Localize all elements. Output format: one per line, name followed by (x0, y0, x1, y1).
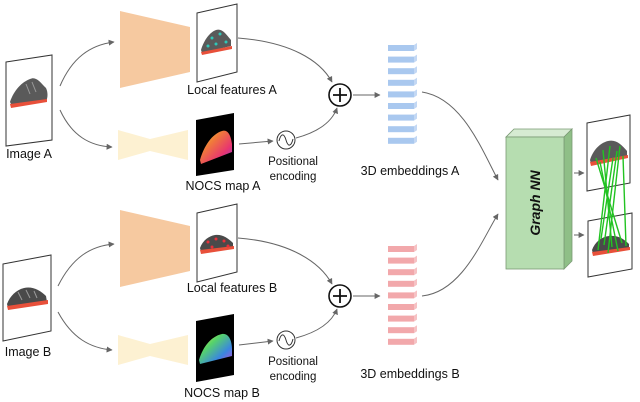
embedding-token-side (414, 302, 417, 310)
embedding-token (388, 246, 414, 252)
embedding-token-side (414, 336, 417, 345)
embedding-token (388, 315, 414, 322)
embedding-token (388, 45, 414, 51)
embedding-token-side (414, 244, 417, 252)
shoe-features-icon (200, 234, 234, 254)
embeddings-b-label: 3D embeddings B (360, 367, 459, 381)
embedding-token (388, 292, 414, 299)
match-lines (595, 145, 627, 254)
shoe-icon (7, 287, 48, 310)
image-b-label: Image B (5, 345, 52, 359)
nocs-map-a-label: NOCS map A (185, 179, 261, 193)
concat-b-icon (328, 284, 352, 308)
embedding-token-side (414, 43, 417, 51)
embedding-token (388, 257, 414, 264)
nocs-map-a (196, 113, 234, 176)
decoder-a (118, 130, 150, 160)
positional-encoding-a-icon (276, 130, 296, 150)
positional-encoding-a-label-2: encoding (270, 171, 317, 183)
embedding-token-side (414, 124, 417, 133)
embedding-token (388, 68, 414, 75)
nocs-map-b-label: NOCS map B (184, 386, 260, 400)
local-features-a-label: Local features A (187, 83, 277, 97)
embedding-token (388, 304, 414, 310)
embedding-token-side (414, 255, 417, 264)
embedding-token (388, 91, 414, 98)
embedding-token-side (414, 325, 417, 334)
embedding-token (388, 137, 414, 144)
embedding-token-side (414, 135, 417, 144)
flow-arrows (57, 37, 585, 353)
embedding-token (388, 269, 414, 276)
positional-encoding-a-label-1: Positional (268, 156, 318, 168)
embeddings-b-stack (388, 244, 417, 345)
embedding-token (388, 327, 414, 334)
embedding-token (388, 114, 414, 121)
embedding-token (388, 126, 414, 133)
embedding-token (388, 79, 414, 86)
embedding-token (388, 280, 414, 287)
image-a-card (5, 54, 53, 147)
embedding-token-side (414, 278, 417, 287)
concat-a-icon (328, 83, 352, 107)
embedding-token-side (414, 66, 417, 75)
positional-encoding-b-icon (276, 330, 296, 350)
shoe-icon (592, 235, 630, 256)
local-features-a-card (196, 3, 238, 83)
decoder-b (118, 335, 150, 365)
shoe-features-icon (201, 29, 232, 55)
embedding-token-side (414, 313, 417, 322)
image-a-label: Image A (6, 147, 53, 161)
nocs-map-b (196, 314, 234, 382)
local-features-b-card (196, 203, 238, 283)
embeddings-a-label: 3D embeddings A (361, 164, 460, 178)
embedding-token-side (414, 77, 417, 86)
positional-encoding-b-label-2: encoding (270, 371, 317, 383)
embedding-token-side (414, 290, 417, 299)
embedding-token (388, 103, 414, 109)
local-features-b-label: Local features B (187, 281, 277, 295)
embedding-token-side (414, 267, 417, 276)
embedding-token-side (414, 89, 417, 98)
image-b-card (2, 254, 52, 342)
positional-encoding-b-label-1: Positional (268, 356, 318, 368)
embedding-token-side (414, 54, 417, 63)
embedding-token (388, 338, 414, 345)
embedding-token-side (414, 112, 417, 121)
embeddings-a-stack (388, 43, 417, 144)
graph-nn-label: Graph NN (527, 169, 543, 235)
shoe-icon (10, 78, 48, 108)
embedding-token (388, 56, 414, 63)
embedding-token-side (414, 101, 417, 109)
encoder-a (120, 11, 190, 88)
graph-nn-block: Graph NN (505, 128, 573, 270)
encoder-b (120, 210, 190, 287)
match-output (586, 114, 633, 278)
